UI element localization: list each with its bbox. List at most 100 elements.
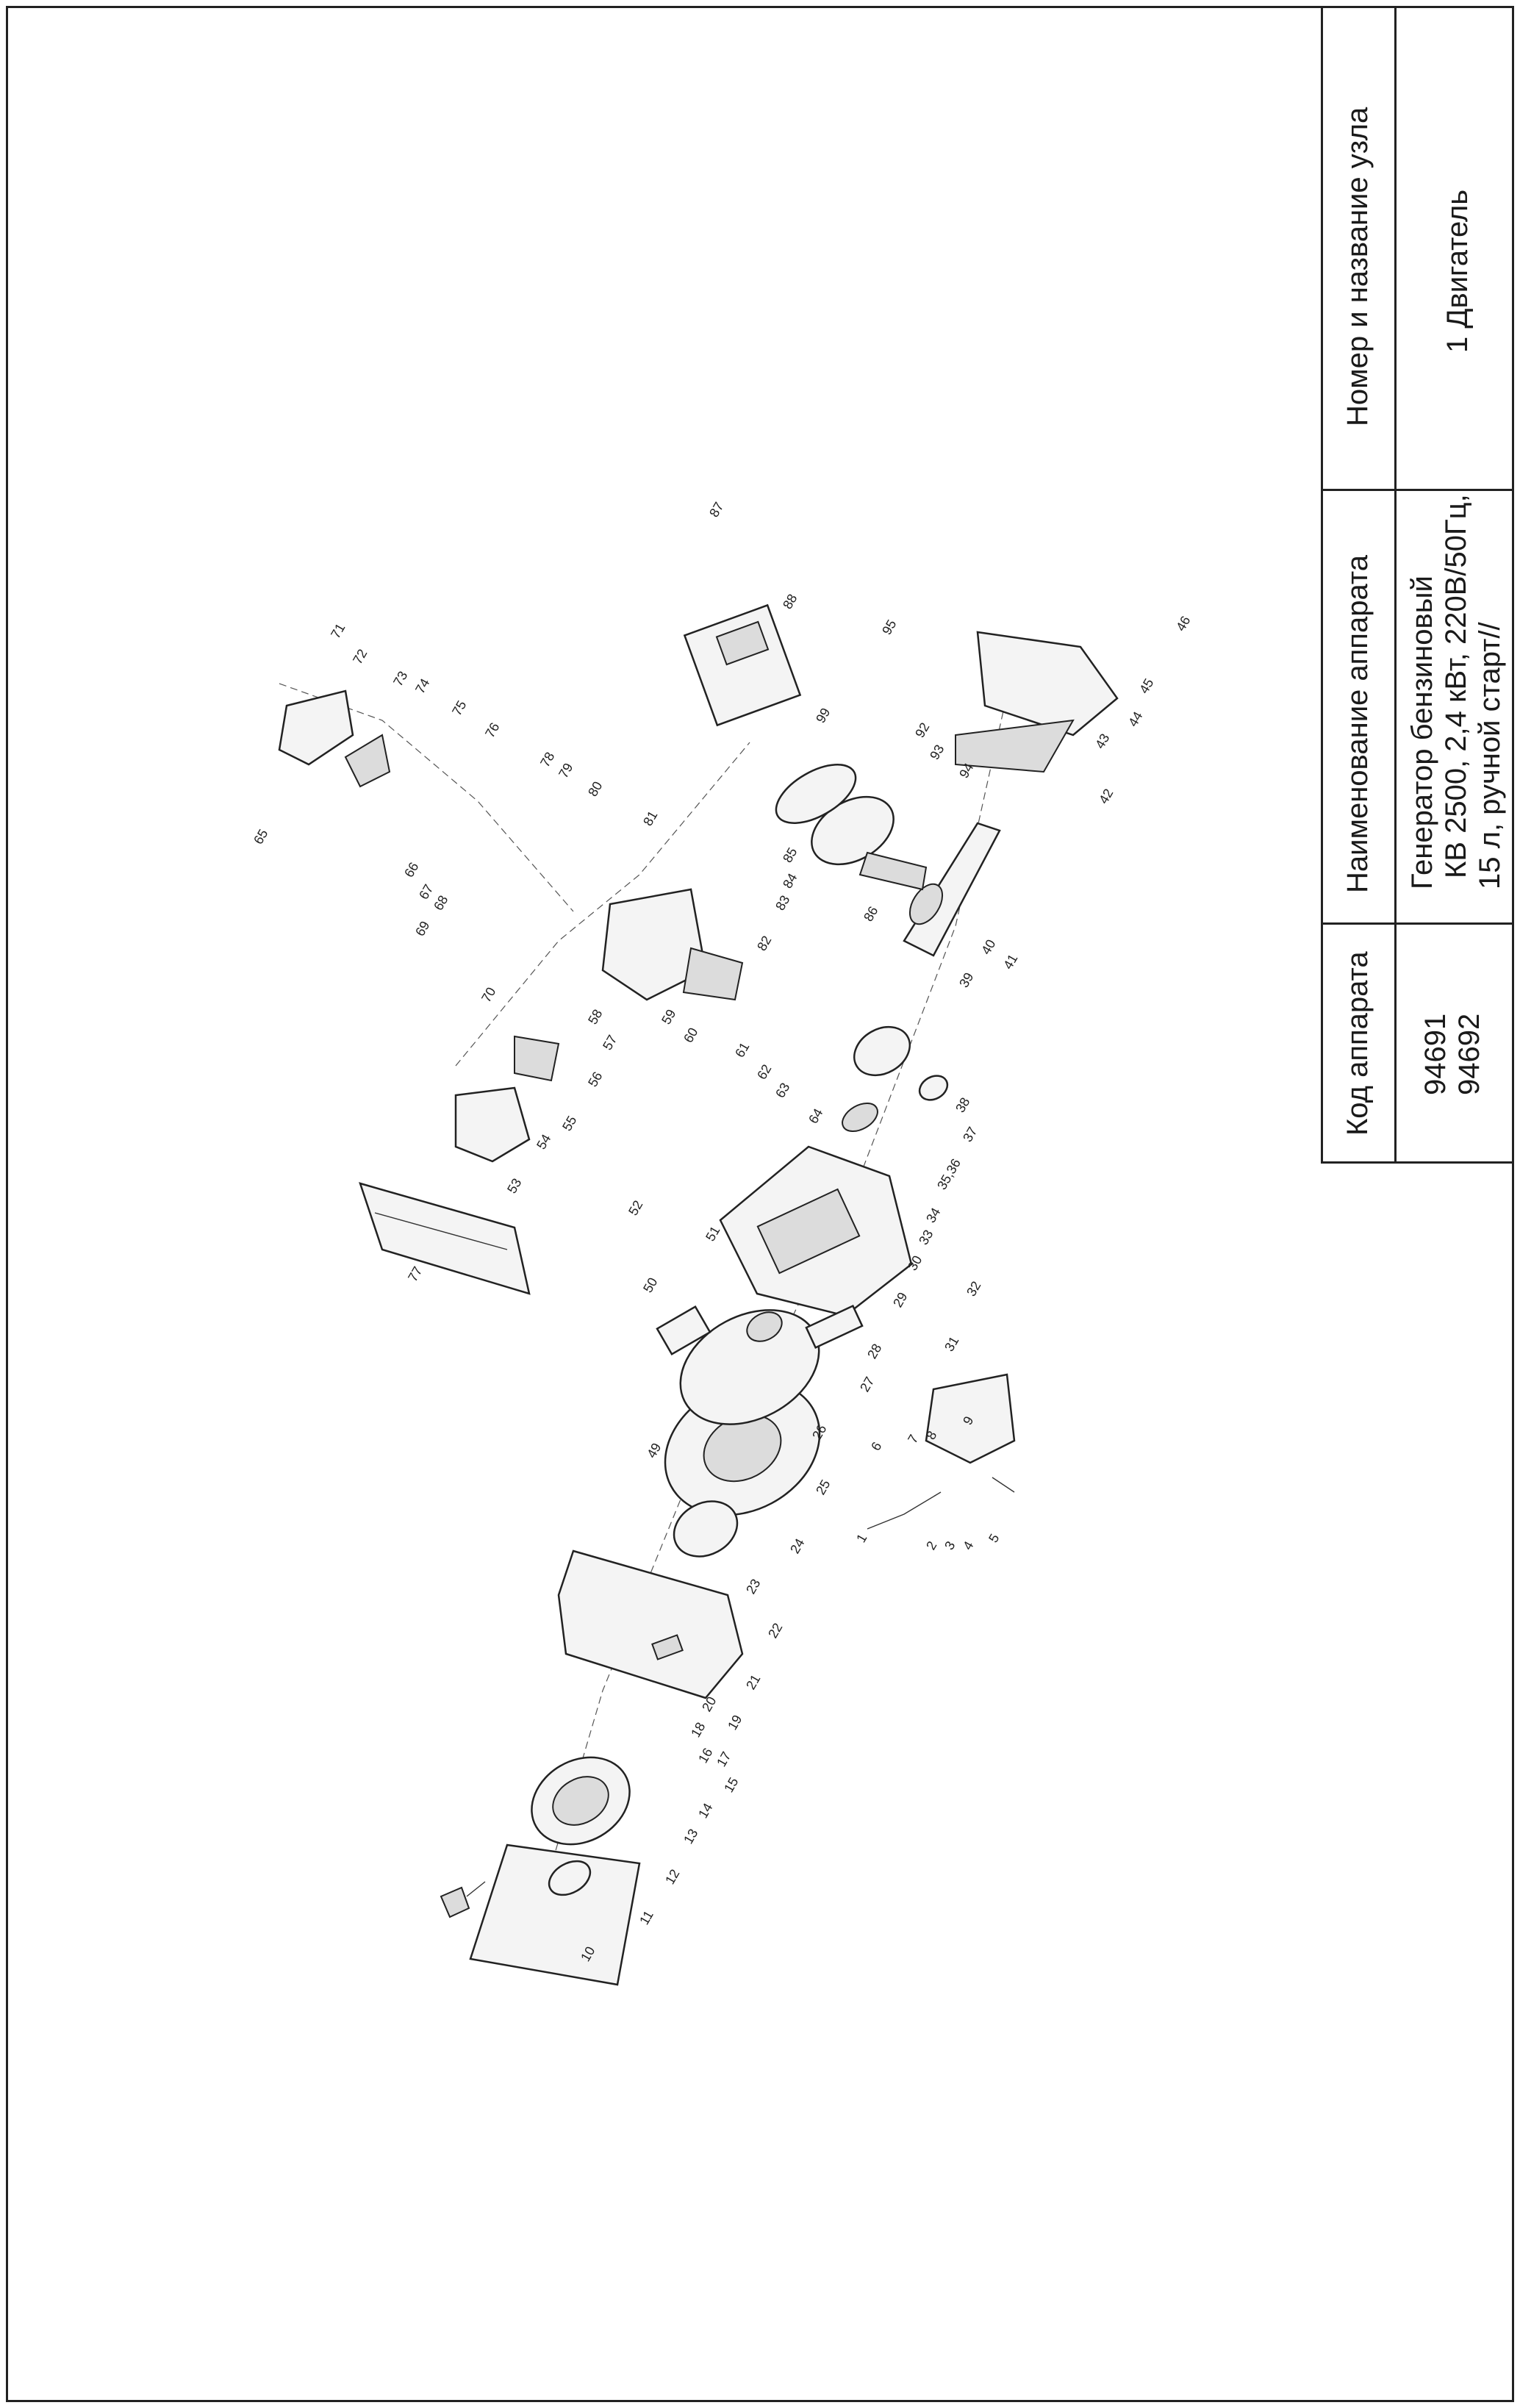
callout-12: 12 [662,1867,682,1887]
callout-11: 11 [637,1908,656,1927]
apparatus-codes: 94691 94692 [1419,1014,1486,1095]
callout-84: 84 [780,871,800,891]
callout-75: 75 [449,698,469,718]
callout-81: 81 [640,809,660,828]
callout-14: 14 [695,1801,715,1821]
callout-55: 55 [559,1114,579,1133]
callout-15: 15 [721,1775,741,1795]
callout-99: 99 [813,706,833,725]
callout-69: 69 [412,919,432,939]
callout-93: 93 [927,742,947,762]
callout-66: 66 [401,860,421,880]
callout-41: 41 [1000,952,1020,972]
callout-39: 39 [956,970,976,990]
callout-45: 45 [1136,676,1156,696]
callout-74: 74 [412,676,432,696]
callout-37: 37 [960,1125,980,1144]
callout-35-36: 35,36 [934,1156,964,1192]
apparatus-name-block: Генератор бензиновый КВ 2500, 2,4 кВт, 2… [1405,494,1507,889]
title-block-row-divider-1 [1321,489,1514,491]
callout-63: 63 [772,1081,792,1100]
callout-2: 2 [923,1538,939,1552]
callout-56: 56 [585,1069,605,1089]
part-cylinder-head [601,888,744,1001]
part-carburetor [454,1035,560,1163]
callout-25: 25 [813,1477,833,1497]
part-valve-cover [278,689,391,788]
callout-78: 78 [537,750,557,770]
callout-68: 68 [431,893,451,913]
callout-32: 32 [964,1279,983,1299]
callout-54: 54 [534,1132,553,1152]
callout-4: 4 [960,1538,976,1552]
callout-87: 87 [706,500,726,520]
callout-44: 44 [1125,709,1145,729]
part-air-filter [359,1182,531,1295]
callout-80: 80 [585,779,605,799]
part-recoil-starter-cover [440,1843,641,1986]
callout-18: 18 [688,1720,708,1740]
callout-46: 46 [1173,614,1193,634]
part-muffler [683,603,802,727]
part-crankshaft [903,822,1001,957]
callout-61: 61 [732,1040,752,1060]
callout-5: 5 [986,1531,1002,1545]
callout-59: 59 [659,1007,678,1027]
part-cooling-fan [679,1309,820,1425]
callout-82: 82 [754,934,774,953]
callout-58: 58 [585,1007,605,1027]
part-crankcase [719,1145,913,1317]
callout-17: 17 [714,1749,734,1769]
title-block-row-divider-2 [1321,922,1514,925]
callout-72: 72 [350,647,370,667]
callout-42: 42 [1096,786,1116,806]
title-block-col-divider [1394,6,1397,1164]
callout-83: 83 [772,893,792,913]
callout-28: 28 [864,1341,884,1361]
part-crankcase-cover [955,631,1119,773]
callout-33: 33 [916,1228,936,1247]
part-piston-and-rod [775,764,928,891]
part-governor-linkage [867,1373,1016,1530]
apparatus-code-2: 94692 [1453,1013,1485,1095]
callout-19: 19 [725,1713,745,1732]
callout-76: 76 [482,720,502,740]
part-starter-pulley [531,1756,631,1896]
callout-67: 67 [416,882,436,902]
assembly-axis-lines [279,661,1015,1941]
callout-70: 70 [478,985,498,1005]
callout-65: 65 [251,827,270,847]
callout-21: 21 [743,1672,763,1692]
callout-51: 51 [703,1224,723,1244]
apparatus-line-2: КВ 2500, 2,4 кВт, 220В/50Гц, [1440,494,1472,878]
part-crankshaft-gear [842,1025,949,1132]
apparatus-line-1: Генератор бензиновый [1406,576,1438,889]
callout-6: 6 [868,1439,884,1453]
outer-border [6,6,1514,2402]
callout-71: 71 [328,621,348,641]
callout-23: 23 [743,1577,763,1597]
callout-24: 24 [787,1536,807,1556]
callout-52: 52 [625,1198,645,1218]
callout-57: 57 [600,1033,620,1053]
callout-34: 34 [923,1205,943,1225]
callout-79: 79 [556,761,576,781]
callout-92: 92 [912,720,932,740]
callout-3: 3 [942,1538,958,1552]
header-unit: Номер и название узла [1341,107,1374,426]
callout-16: 16 [695,1746,715,1766]
callout-27: 27 [857,1375,877,1394]
callout-85: 85 [780,845,800,865]
title-block [1321,6,1514,1164]
callout-86: 86 [861,904,881,924]
callout-62: 62 [754,1062,774,1082]
header-apparatus-name: Наименование аппарата [1341,555,1374,893]
callout-73: 73 [390,669,410,689]
unit-name: 1 Двигатель [1441,189,1474,353]
callout-88: 88 [780,592,800,612]
callout-60: 60 [681,1025,700,1045]
callout-64: 64 [806,1106,825,1126]
callout-40: 40 [978,937,998,957]
